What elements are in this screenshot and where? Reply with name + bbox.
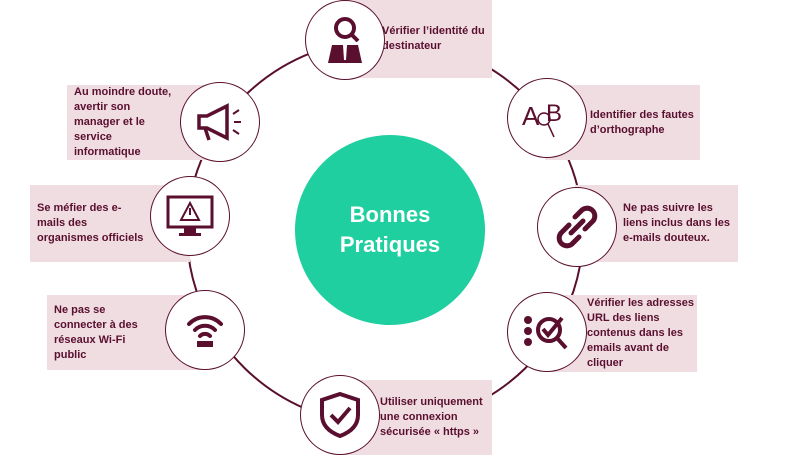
item-text: Vérifier l’identité du destinateur [382, 25, 485, 52]
shield-check-icon [300, 375, 380, 455]
item-text: Se méfier des e-mails des organismes off… [37, 202, 144, 244]
item-text: Identifier des fautes d’orthographe [590, 108, 694, 136]
user-search-icon [305, 0, 385, 80]
megaphone-icon [180, 82, 260, 162]
center-title: Bonnes Pratiques [295, 135, 485, 325]
title-text: Bonnes Pratiques [339, 202, 441, 257]
monitor-warning-icon [150, 176, 230, 256]
check-search-icon [507, 292, 587, 372]
item-text: Au moindre doute, avertir son manager et… [74, 86, 172, 158]
link-icon [537, 187, 617, 267]
svg-text:A: A [522, 101, 540, 131]
item-text: Vérifier les adresses URL des liens cont… [587, 297, 695, 369]
item-text: Ne pas suivre les liens inclus dans les … [623, 202, 730, 244]
item-text: Ne pas se connecter à des réseaux Wi-Fi … [54, 303, 138, 361]
item-text: Utiliser uniquement une connexion sécuri… [380, 396, 483, 438]
wifi-icon [165, 290, 245, 370]
